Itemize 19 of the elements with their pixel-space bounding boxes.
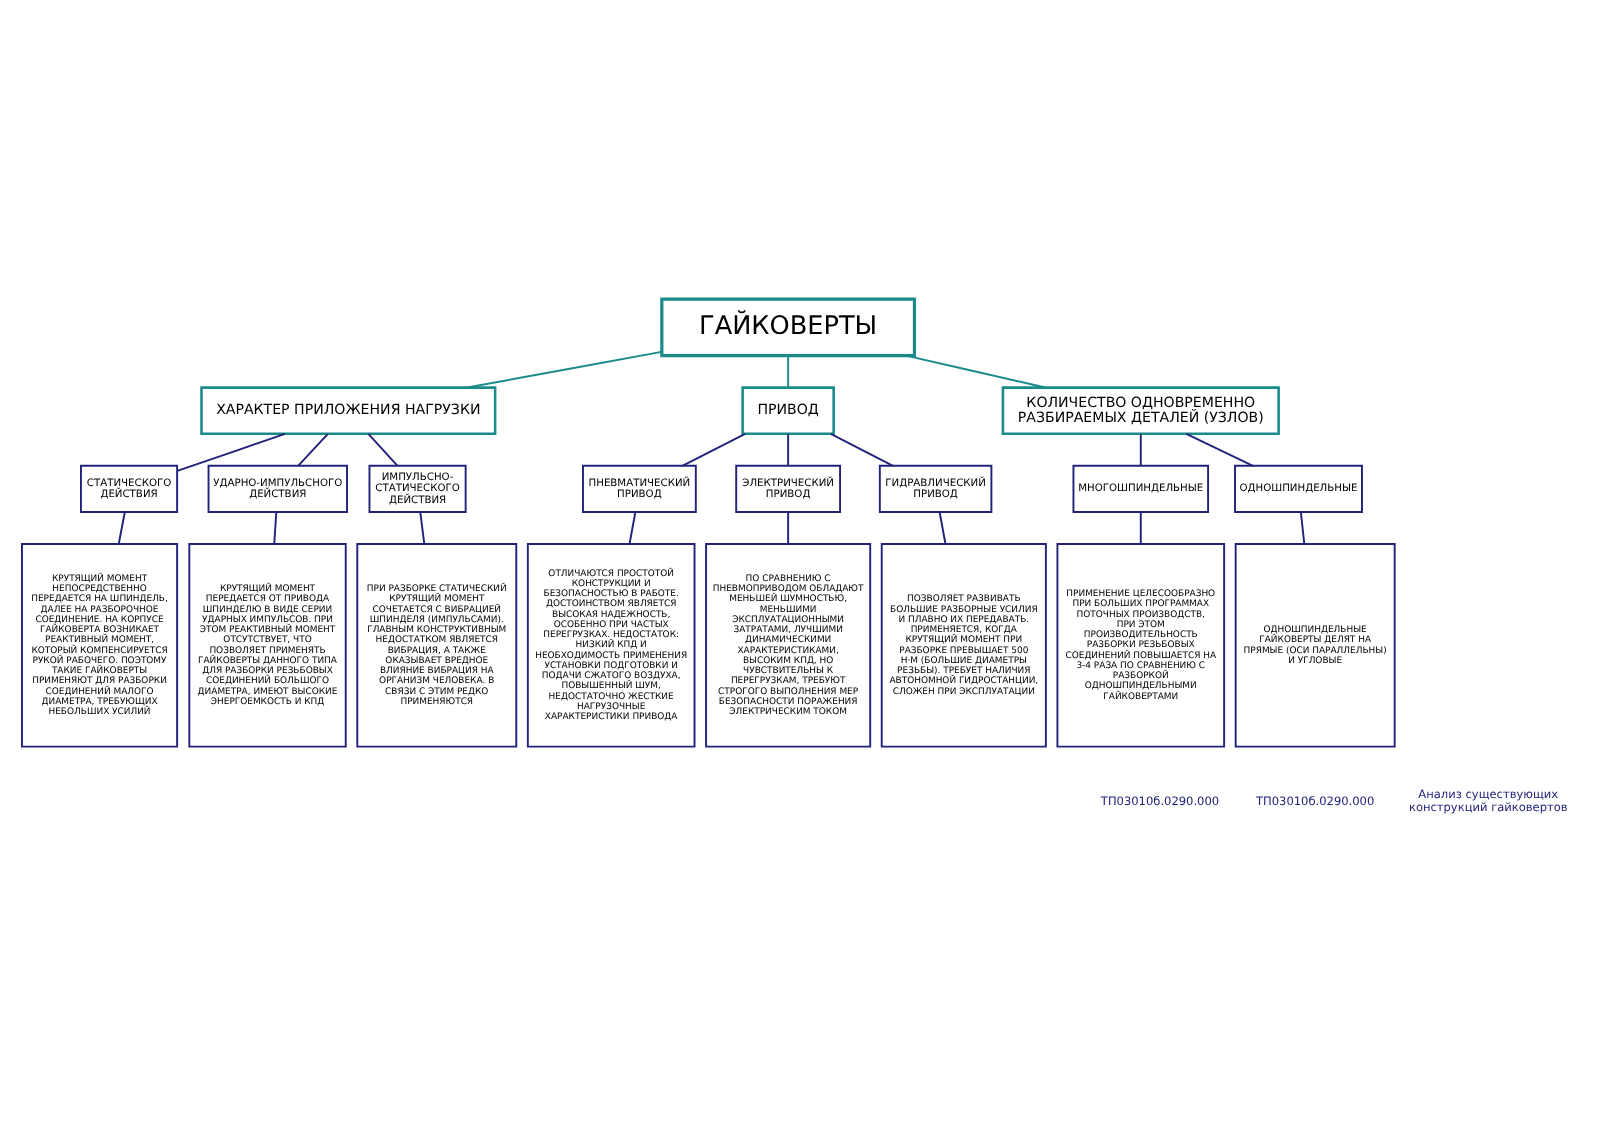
connector	[787, 355, 790, 389]
connector	[829, 432, 894, 467]
connector	[466, 350, 663, 389]
connector	[117, 511, 126, 545]
connector	[1139, 432, 1142, 467]
connector	[367, 432, 399, 467]
connector	[1299, 511, 1306, 545]
connector	[787, 432, 790, 467]
connector	[938, 511, 947, 545]
connector	[628, 511, 637, 545]
connector	[787, 511, 790, 545]
connector	[1139, 511, 1142, 545]
connector	[176, 432, 286, 472]
connector	[419, 511, 426, 545]
connector	[273, 511, 278, 545]
connector	[297, 432, 329, 467]
connector	[681, 432, 747, 467]
connector	[905, 354, 1047, 389]
node-box: ГАЙКОВЕРТЫ	[660, 297, 917, 358]
